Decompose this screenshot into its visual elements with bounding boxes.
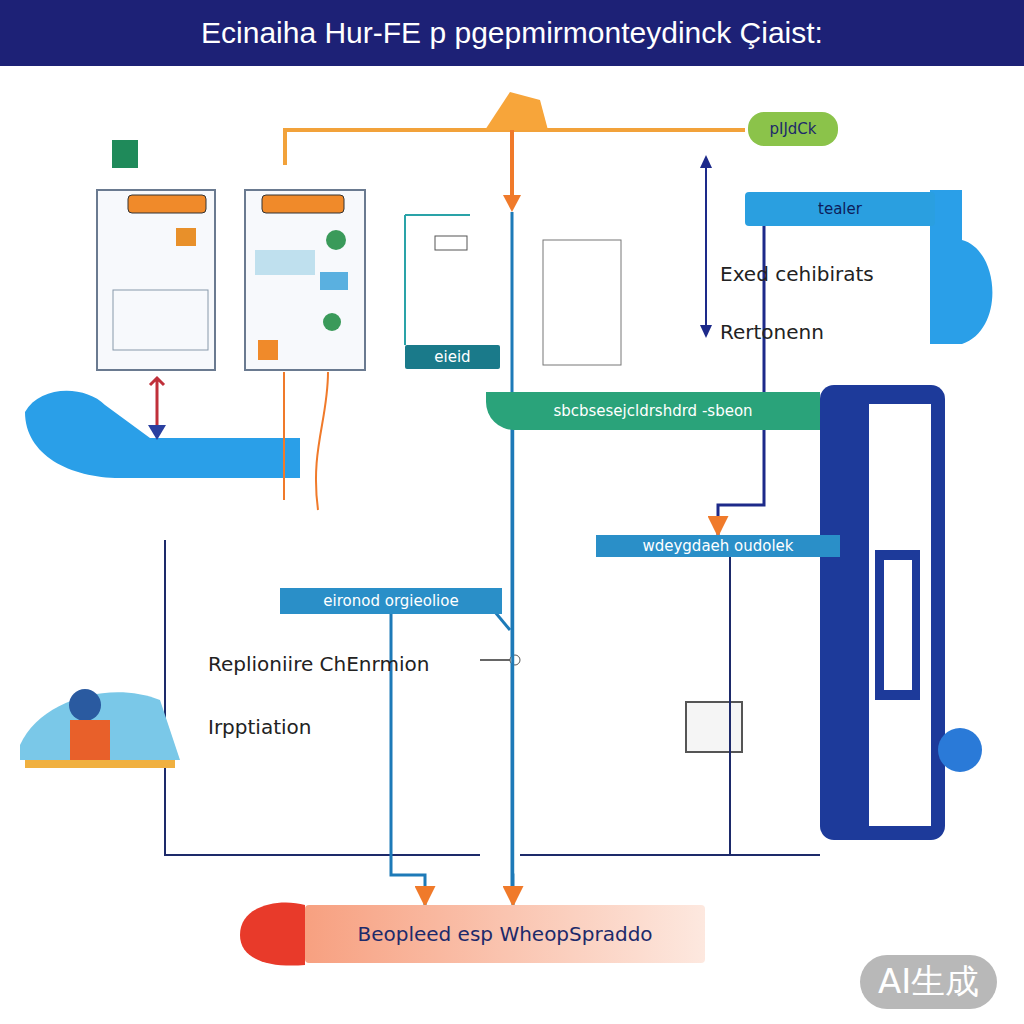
blob xyxy=(938,728,982,772)
arrow-head xyxy=(503,195,521,212)
text-label: Replioniire ChEnrmion xyxy=(208,652,429,676)
wire xyxy=(405,215,470,345)
title-bar: Ecinaiha Hur-FE p pgepmirmonteydinck Çia… xyxy=(0,0,1024,66)
arrow-head xyxy=(148,425,166,440)
wire xyxy=(510,130,514,200)
tall-panel xyxy=(820,385,945,840)
document-header xyxy=(262,195,344,213)
panel-slot xyxy=(875,550,920,700)
panel-inner xyxy=(865,400,935,830)
node-text: pIJdCk xyxy=(769,121,816,138)
node-text: eieid xyxy=(434,349,470,366)
document xyxy=(245,190,365,370)
text-label: Rertonenn xyxy=(720,320,824,344)
arrow-head xyxy=(700,155,712,168)
result-box: Beopleed esp WheopSpraddo xyxy=(305,905,705,963)
node-text: sbcbsesejcldrshdrd -sbeon xyxy=(553,403,752,420)
arrow-head xyxy=(700,325,712,338)
diagram-title: Ecinaiha Hur-FE p pgepmirmonteydinck Çia… xyxy=(201,16,823,50)
orange-pentagon xyxy=(485,92,548,130)
band-box: sbcbsesejcldrshdrd -sbeon xyxy=(486,392,820,430)
icon xyxy=(176,228,196,246)
wire xyxy=(284,372,328,510)
icon xyxy=(323,313,341,331)
document-panel xyxy=(255,250,315,275)
arrow xyxy=(150,378,164,430)
watermark: AI生成 xyxy=(860,955,997,1009)
node-text: eironod orgieolioe xyxy=(323,593,458,610)
text-label: Exed cehibirats xyxy=(720,262,874,286)
document xyxy=(97,190,215,370)
icon xyxy=(112,140,138,168)
document xyxy=(543,240,621,365)
band-box: tealer xyxy=(745,192,935,226)
blue-blob xyxy=(25,391,300,478)
connector xyxy=(511,430,514,905)
node-text: tealer xyxy=(818,201,862,218)
band-box: eironod orgieolioe xyxy=(280,588,502,614)
document-panel xyxy=(113,290,208,350)
node-text: wdeygdaeh oudolek xyxy=(642,538,793,555)
node-text: Beopleed esp WheopSpraddo xyxy=(357,923,652,945)
band-box: wdeygdaeh oudolek xyxy=(596,535,840,557)
document-header xyxy=(128,195,206,213)
icon xyxy=(326,230,346,250)
worker-illustration xyxy=(25,760,175,768)
icon xyxy=(435,236,467,250)
wire xyxy=(165,540,820,855)
icon xyxy=(686,702,742,752)
tag-box: eieid xyxy=(405,345,500,369)
dot xyxy=(510,655,520,665)
icon xyxy=(258,340,278,360)
wire xyxy=(705,158,707,330)
panel-slot xyxy=(884,560,912,690)
worker-illustration xyxy=(69,689,101,721)
worker-illustration xyxy=(70,720,110,760)
orange-blob xyxy=(240,903,305,966)
wire xyxy=(285,130,745,165)
tag-box: pIJdCk xyxy=(748,112,838,146)
wire xyxy=(511,212,514,890)
blue-bracket xyxy=(930,190,992,344)
text-label: Irpptiation xyxy=(208,715,311,739)
icon xyxy=(320,272,348,290)
